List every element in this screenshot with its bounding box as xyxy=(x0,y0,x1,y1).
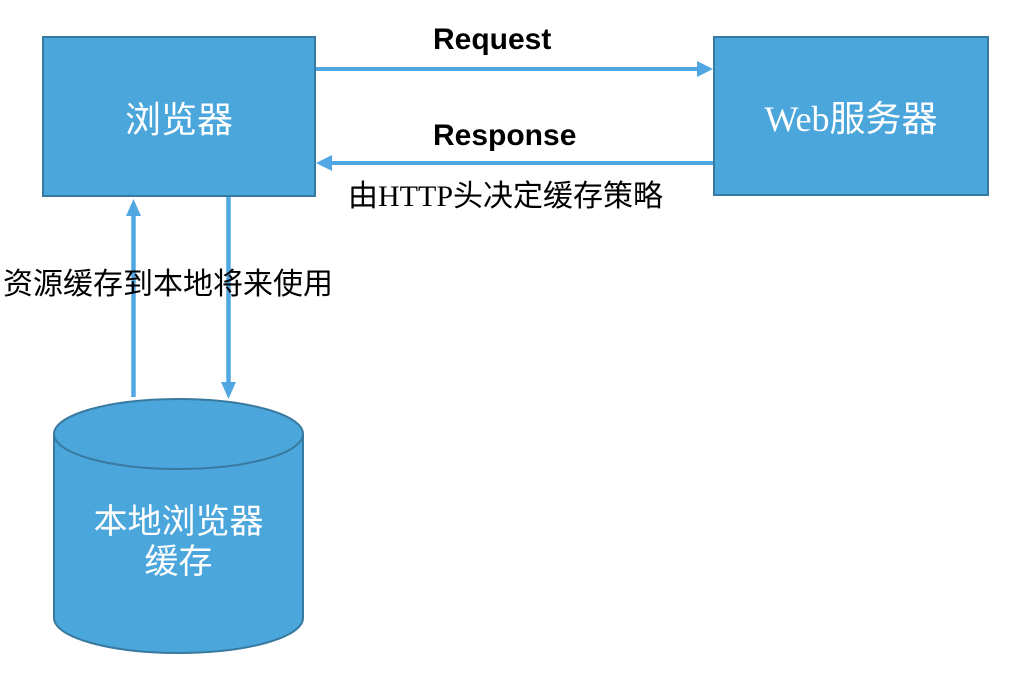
response-label: Response xyxy=(433,119,577,152)
node-browser: 浏览器 xyxy=(42,36,316,197)
response-cache-policy-note: 由HTTP头决定缓存策略 xyxy=(348,180,663,213)
cache-to-local-note: 资源缓存到本地将来使用 xyxy=(3,268,333,301)
node-local-cache-label-line2: 缓存 xyxy=(144,544,213,581)
node-browser-label: 浏览器 xyxy=(124,99,233,140)
node-local-cache-label: 本地浏览器 缓存 xyxy=(54,503,303,583)
node-web-server: Web服务器 xyxy=(713,36,989,196)
request-label: Request xyxy=(433,23,552,56)
node-web-server-label: Web服务器 xyxy=(764,99,938,139)
node-local-cache-label-line1: 本地浏览器 xyxy=(93,504,264,541)
response-arrow-icon xyxy=(316,155,713,171)
request-arrow-icon xyxy=(316,61,713,77)
